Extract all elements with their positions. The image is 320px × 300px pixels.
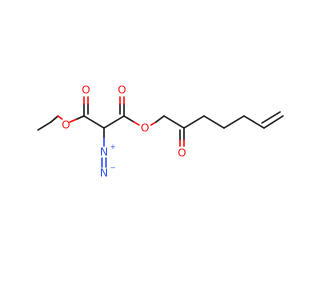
bond-alkene-1: [263, 115, 284, 129]
bond-ch2-o-half: [57, 115, 63, 120]
bond-oester-ch2-dark: [155, 115, 165, 123]
bond-c-cdiazo: [83, 115, 105, 129]
charge-n-outer: −: [110, 164, 116, 172]
structure-canvas: O O O O O N + N −: [37, 83, 284, 180]
atom-o-ester-carbonyl: O: [118, 84, 127, 97]
atom-o-ethyl-carbonyl: O: [82, 84, 91, 97]
atom-o-ester-ether: O: [141, 122, 150, 135]
bond-chain-1: [183, 115, 205, 129]
molecule-diagram: O O O O O N + N −: [37, 84, 284, 180]
atom-o-ketone: O: [178, 147, 187, 160]
bond-chain-2: [203, 115, 225, 129]
atom-n-inner: N: [100, 146, 108, 159]
bond-c-oester-dark: [123, 115, 135, 123]
charge-n-inner: +: [110, 143, 116, 151]
bond-o-c-half-dark: [76, 115, 85, 120]
bond-o-c-half-red: [69, 118, 78, 123]
bond-ethyl-ch3: [37, 121, 52, 131]
bond-chain-3: [223, 115, 245, 129]
bond-chain-4: [243, 115, 265, 129]
bond-alkene-2: [261, 111, 281, 124]
atom-o-ethyl-ether: O: [62, 119, 71, 132]
bond-ch2-cketone: [163, 115, 185, 129]
bond-oester-ch2-red: [150, 121, 157, 126]
bond-c-oester-red: [133, 121, 140, 126]
bond-ethyl-ch2: [50, 115, 59, 123]
atom-n-outer: N: [100, 167, 108, 180]
bond-cdiazo-c: [103, 115, 125, 129]
